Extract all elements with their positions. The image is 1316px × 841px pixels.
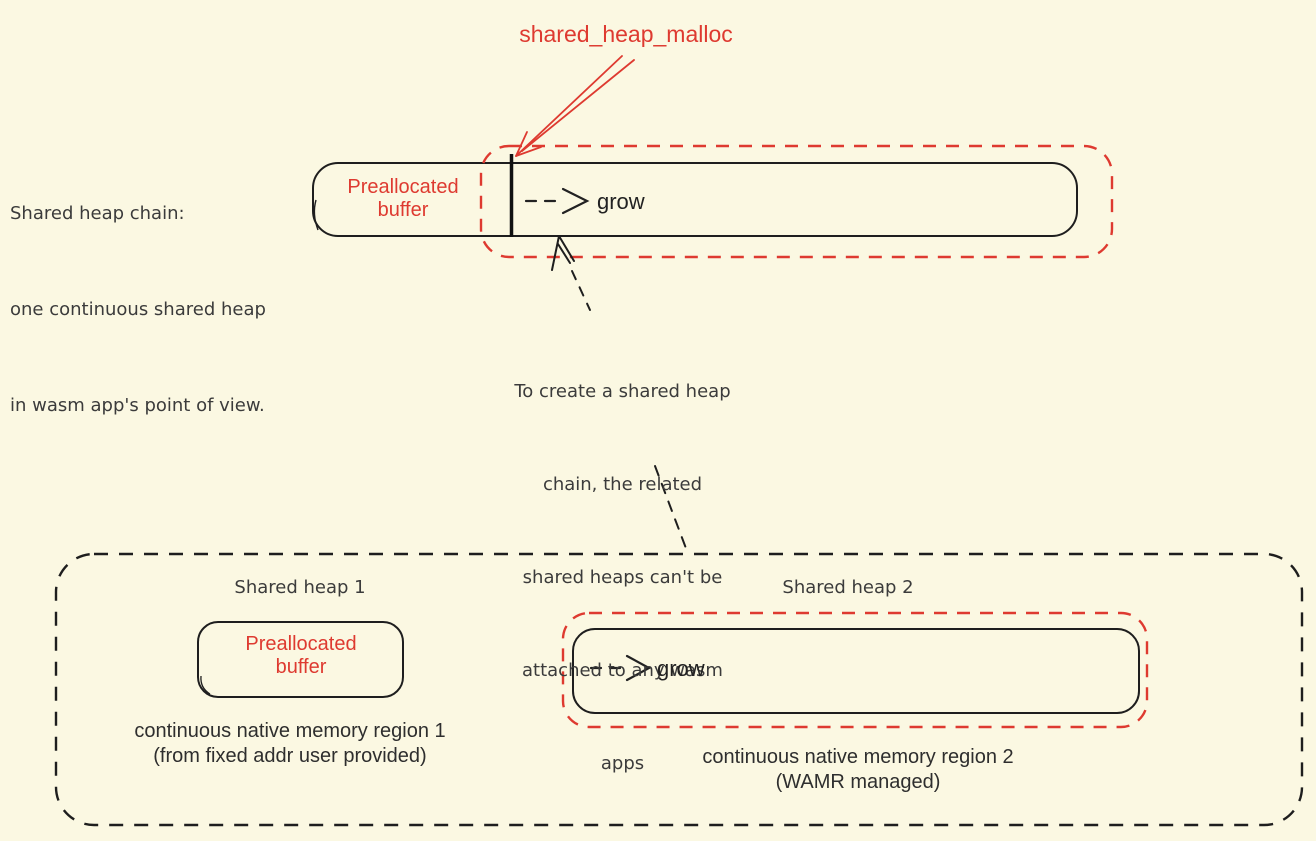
heap2-grow-label: grow bbox=[657, 656, 705, 681]
note-line: To create a shared heap bbox=[514, 381, 731, 402]
caption-line: (WAMR managed) bbox=[775, 771, 941, 793]
grow-label: grow bbox=[597, 189, 645, 214]
group-connector-line bbox=[654, 465, 688, 552]
heap2-dashed-outline bbox=[561, 611, 1149, 729]
preallocated-buffer-label: Preallocated buffer bbox=[347, 176, 459, 221]
malloc-function-label: shared_heap_malloc bbox=[519, 21, 733, 47]
intro-text: Shared heap chain: one continuous shared… bbox=[10, 134, 330, 486]
caption-line: continuous native memory region 2 bbox=[702, 746, 1014, 768]
hand-drawn-stroke bbox=[313, 199, 319, 231]
intro-line: one continuous shared heap bbox=[10, 299, 266, 320]
heap1-preallocated-buffer-label: Preallocated buffer bbox=[245, 633, 357, 678]
unattached-heaps-group-box bbox=[54, 552, 1304, 827]
attach-pointer-arrow-icon bbox=[551, 235, 575, 271]
note-line: shared heaps can't be bbox=[522, 567, 723, 588]
intro-line: in wasm app's point of view. bbox=[10, 395, 265, 416]
heap1-caption: continuous native memory region 1 (from … bbox=[110, 719, 470, 769]
heap-chain-pill bbox=[312, 162, 1078, 237]
chain-creation-note: To create a shared heap chain, the relat… bbox=[490, 314, 755, 841]
heap2-box bbox=[572, 628, 1140, 714]
note-line: attached to any wasm bbox=[522, 660, 723, 681]
heap1-box bbox=[197, 621, 404, 698]
chain-heap2-dashed-outline bbox=[479, 144, 1114, 259]
malloc-arrow-icon bbox=[515, 55, 635, 157]
note-line: apps bbox=[600, 753, 645, 774]
caption-line: (from fixed addr user provided) bbox=[153, 745, 427, 767]
note-connector-line bbox=[571, 270, 591, 311]
grow-arrow-icon bbox=[524, 187, 590, 215]
grow-arrow-icon bbox=[589, 654, 652, 682]
heap1-title: Shared heap 1 bbox=[234, 577, 366, 598]
intro-line: Shared heap chain: bbox=[10, 203, 185, 224]
caption-line: continuous native memory region 1 bbox=[134, 720, 446, 742]
heap2-title: Shared heap 2 bbox=[782, 577, 914, 598]
hand-drawn-stroke bbox=[200, 675, 211, 695]
note-line: chain, the related bbox=[542, 474, 703, 495]
heap2-caption: continuous native memory region 2 (WAMR … bbox=[658, 745, 1058, 795]
